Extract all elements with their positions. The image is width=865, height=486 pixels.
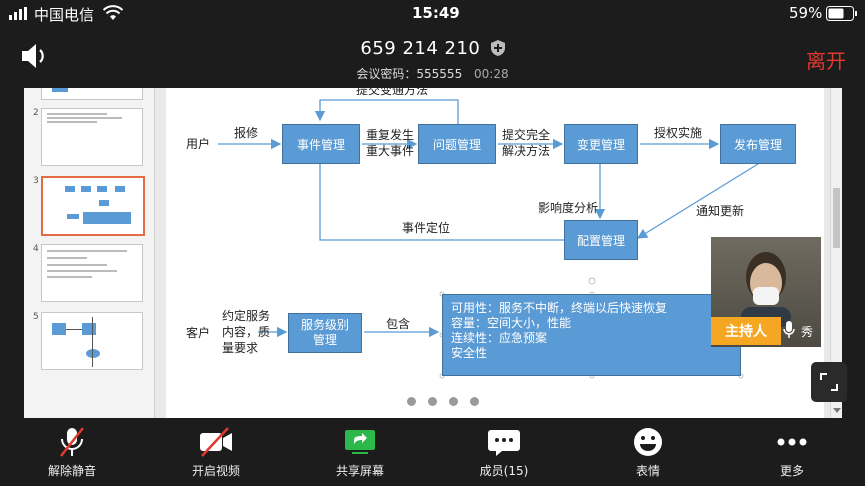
label-authorize: 授权实施 — [654, 126, 703, 140]
label-submit-workaround: 提交变通方法 — [356, 88, 429, 97]
label-sla-3: 量要求 — [222, 341, 259, 355]
leave-button[interactable]: 离开 — [806, 49, 846, 73]
label-notify-update: 通知更新 — [696, 204, 745, 218]
label-repeat-1: 重复发生 — [366, 128, 415, 142]
label-report: 报修 — [234, 126, 259, 140]
actor-user: 用户 — [186, 137, 211, 151]
emoji-button[interactable]: 表情 — [598, 418, 698, 486]
label-solution-2: 解决方法 — [502, 144, 551, 158]
label-sla-1: 约定服务 — [222, 309, 271, 323]
box-release-mgmt: 发布管理 — [720, 124, 796, 164]
slide-thumbnail-pane: 2 3 4 5 — [24, 88, 155, 418]
label-repeat-2: 重大事件 — [366, 144, 415, 158]
box-problem-mgmt: 问题管理 — [418, 124, 496, 164]
video-off-icon — [200, 427, 232, 457]
fullscreen-icon — [820, 373, 838, 391]
flow-arrows — [218, 99, 759, 379]
scroll-down-icon[interactable] — [833, 406, 841, 414]
password-value: 555555 — [416, 67, 463, 81]
meeting-password-row: 会议密码：555555 00:28 — [0, 65, 865, 82]
unmute-button[interactable]: 解除静音 — [22, 418, 122, 486]
meeting-toolbar: 解除静音 开启视频 共享屏幕 成员(15) 表情 — [0, 418, 865, 486]
meeting-header — [0, 28, 865, 88]
more-label: 更多 — [779, 464, 804, 478]
start-video-button[interactable]: 开启视频 — [166, 418, 266, 486]
slide-thumbnail-selected[interactable] — [41, 176, 145, 236]
participant-name: 秀 — [801, 325, 814, 339]
slide-thumbnail[interactable] — [41, 244, 143, 302]
emoji-icon — [634, 428, 662, 456]
unmute-label: 解除静音 — [47, 464, 96, 478]
host-badge: 主持人 — [711, 317, 781, 345]
members-label: 成员(15) — [479, 464, 529, 478]
text-security: 安全性 — [451, 346, 488, 360]
clock: 15:49 — [412, 4, 460, 22]
share-screen-icon — [345, 430, 375, 454]
share-screen-button[interactable]: 共享屏幕 — [310, 418, 410, 486]
fullscreen-button[interactable] — [811, 362, 847, 402]
members-button[interactable]: 成员(15) — [454, 418, 554, 486]
participant-avatar — [741, 252, 791, 327]
page-dot[interactable] — [449, 397, 458, 406]
participant-video[interactable]: 主持人 秀 — [711, 237, 821, 347]
page-dot[interactable] — [428, 397, 437, 406]
box-config-mgmt: 配置管理 — [564, 220, 638, 260]
label-event-locate: 事件定位 — [402, 221, 451, 235]
meeting-duration: 00:28 — [474, 67, 509, 81]
emoji-label: 表情 — [635, 464, 660, 478]
slide-thumbnail[interactable] — [41, 88, 143, 100]
microphone-icon — [783, 321, 795, 338]
battery-icon — [826, 6, 857, 21]
thumbnail-number: 3 — [33, 176, 39, 186]
text-capacity: 容量：空间大小，性能 — [451, 316, 572, 330]
box-service-level-mgmt: 服务级别管理 — [288, 313, 362, 353]
text-continuity: 连续性：应急预案 — [451, 331, 548, 345]
thumbnail-number: 4 — [33, 244, 39, 254]
carrier-name: 中国电信 — [34, 6, 95, 24]
label-sla-2: 内容，质 — [222, 325, 271, 339]
share-screen-label: 共享屏幕 — [335, 464, 384, 478]
more-icon — [777, 438, 807, 446]
start-video-label: 开启视频 — [191, 464, 240, 478]
wifi-icon — [103, 5, 123, 20]
text-availability: 可用性：服务不中断，终端以后快速恢复 — [451, 301, 668, 315]
box-change-mgmt: 变更管理 — [564, 124, 638, 164]
page-dot-active[interactable] — [407, 397, 416, 406]
thumbnail-number: 2 — [33, 108, 39, 118]
box-incident-mgmt: 事件管理 — [282, 124, 360, 164]
password-label: 会议密码： — [356, 67, 417, 81]
meeting-id-row: 659 214 210 — [0, 38, 865, 59]
speaker-icon[interactable] — [20, 42, 50, 70]
signal-icon — [9, 7, 27, 20]
box-service-quality: 可用性：服务不中断，终端以后快速恢复 容量：空间大小，性能 连续性：应急预案 安… — [442, 294, 741, 376]
battery-percent: 59% — [789, 4, 823, 22]
slide-thumbnail[interactable] — [41, 108, 143, 166]
vertical-scrollbar[interactable] — [830, 88, 842, 418]
label-solution-1: 提交完全 — [502, 128, 551, 142]
shield-icon[interactable] — [490, 40, 505, 56]
page-dot[interactable] — [470, 397, 479, 406]
label-include: 包含 — [386, 317, 411, 331]
chat-members-icon — [488, 430, 520, 456]
meeting-id: 659 214 210 — [360, 38, 481, 59]
thumbnail-number: 5 — [33, 312, 39, 322]
slide-thumbnail[interactable] — [41, 312, 143, 370]
mic-muted-icon — [60, 427, 84, 457]
actor-customer: 客户 — [186, 326, 211, 340]
status-bar: 中国电信 15:49 59% — [0, 0, 865, 28]
more-button[interactable]: 更多 — [742, 418, 842, 486]
label-impact-analysis: 影响度分析 — [538, 201, 599, 215]
